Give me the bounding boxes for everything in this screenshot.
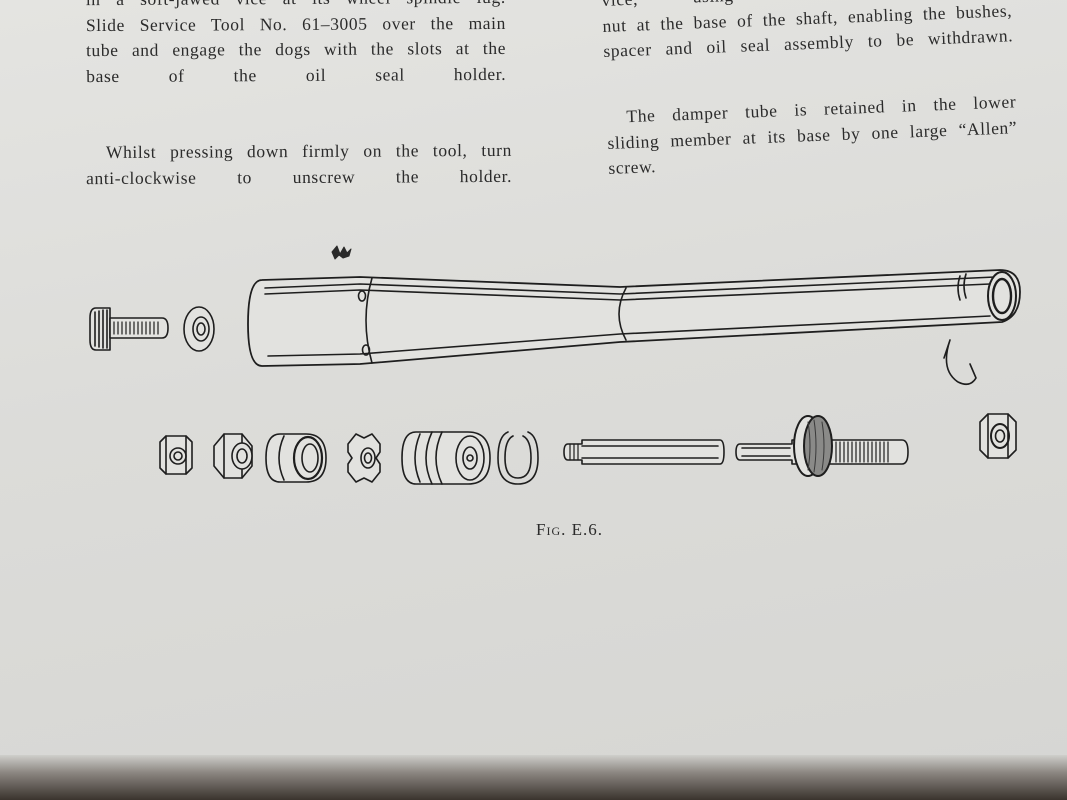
exploded-view-figure xyxy=(89,245,1021,485)
ink-smudge xyxy=(331,245,352,260)
left-paragraph-2: Whilst pressing down firmly on the tool,… xyxy=(86,138,512,191)
text-line: Slide Service Tool No. 61–3005 over the … xyxy=(85,12,506,35)
nut-icon xyxy=(159,435,193,475)
right-paragraph-2: The damper tube is retained in the lower… xyxy=(606,89,1019,181)
right-paragraph-1: vice, using soft clamps, and nut at the … xyxy=(601,0,1014,64)
castellated-nut-icon xyxy=(347,433,381,483)
end-nut-icon xyxy=(979,413,1017,459)
circlip-icon xyxy=(497,431,539,485)
allen-screw-icon xyxy=(89,307,169,351)
text-line: Whilst pressing down firmly on the tool,… xyxy=(105,139,512,163)
table-shadow xyxy=(0,755,1067,800)
left-paragraph-1: in a soft-jawed vice at its wheel spindl… xyxy=(86,0,507,89)
spacer-bush-icon xyxy=(401,431,491,485)
damper-tube-icon xyxy=(247,269,1021,386)
text-line: anti-clockwise to unscrew the holder. xyxy=(86,165,513,188)
locknut-icon xyxy=(213,433,253,479)
text-line: tube and engage the dogs with the slots … xyxy=(86,37,507,61)
text-line: base of the oil seal holder. xyxy=(86,63,507,86)
damper-rod-icon xyxy=(563,415,909,477)
figure-caption: Fig. E.6. xyxy=(536,520,604,539)
bush-icon xyxy=(265,433,327,483)
washer-icon xyxy=(183,306,215,352)
